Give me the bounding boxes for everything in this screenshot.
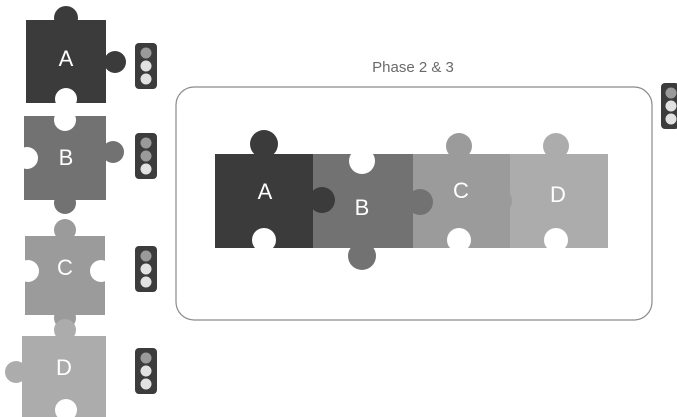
piece-d: D	[5, 319, 106, 417]
piece-c-label: C	[57, 255, 73, 280]
piece-b: B	[16, 109, 124, 214]
assembled-piece-a-label: A	[258, 179, 273, 204]
assembled-piece-a: A	[215, 130, 335, 252]
phase-title: Phase 2 & 3	[372, 59, 454, 76]
assembled-piece-b-label: B	[355, 195, 370, 220]
traffic-light-icon-d	[135, 348, 157, 394]
piece-b-label: B	[59, 145, 74, 170]
piece-a: A	[26, 6, 126, 110]
assembled-piece-d: D	[508, 133, 608, 252]
traffic-light-icon-b	[135, 133, 157, 179]
assembled-piece-c-label: C	[453, 178, 469, 203]
piece-c: C	[17, 219, 112, 329]
traffic-light-icon-a	[135, 43, 157, 89]
traffic-light-icon-c	[135, 246, 157, 292]
traffic-light-icon-phase	[661, 83, 677, 129]
phase-frame	[175, 86, 653, 321]
piece-a-label: A	[59, 46, 74, 71]
piece-d-label: D	[56, 355, 72, 380]
assembled-piece-d-label: D	[550, 182, 566, 207]
